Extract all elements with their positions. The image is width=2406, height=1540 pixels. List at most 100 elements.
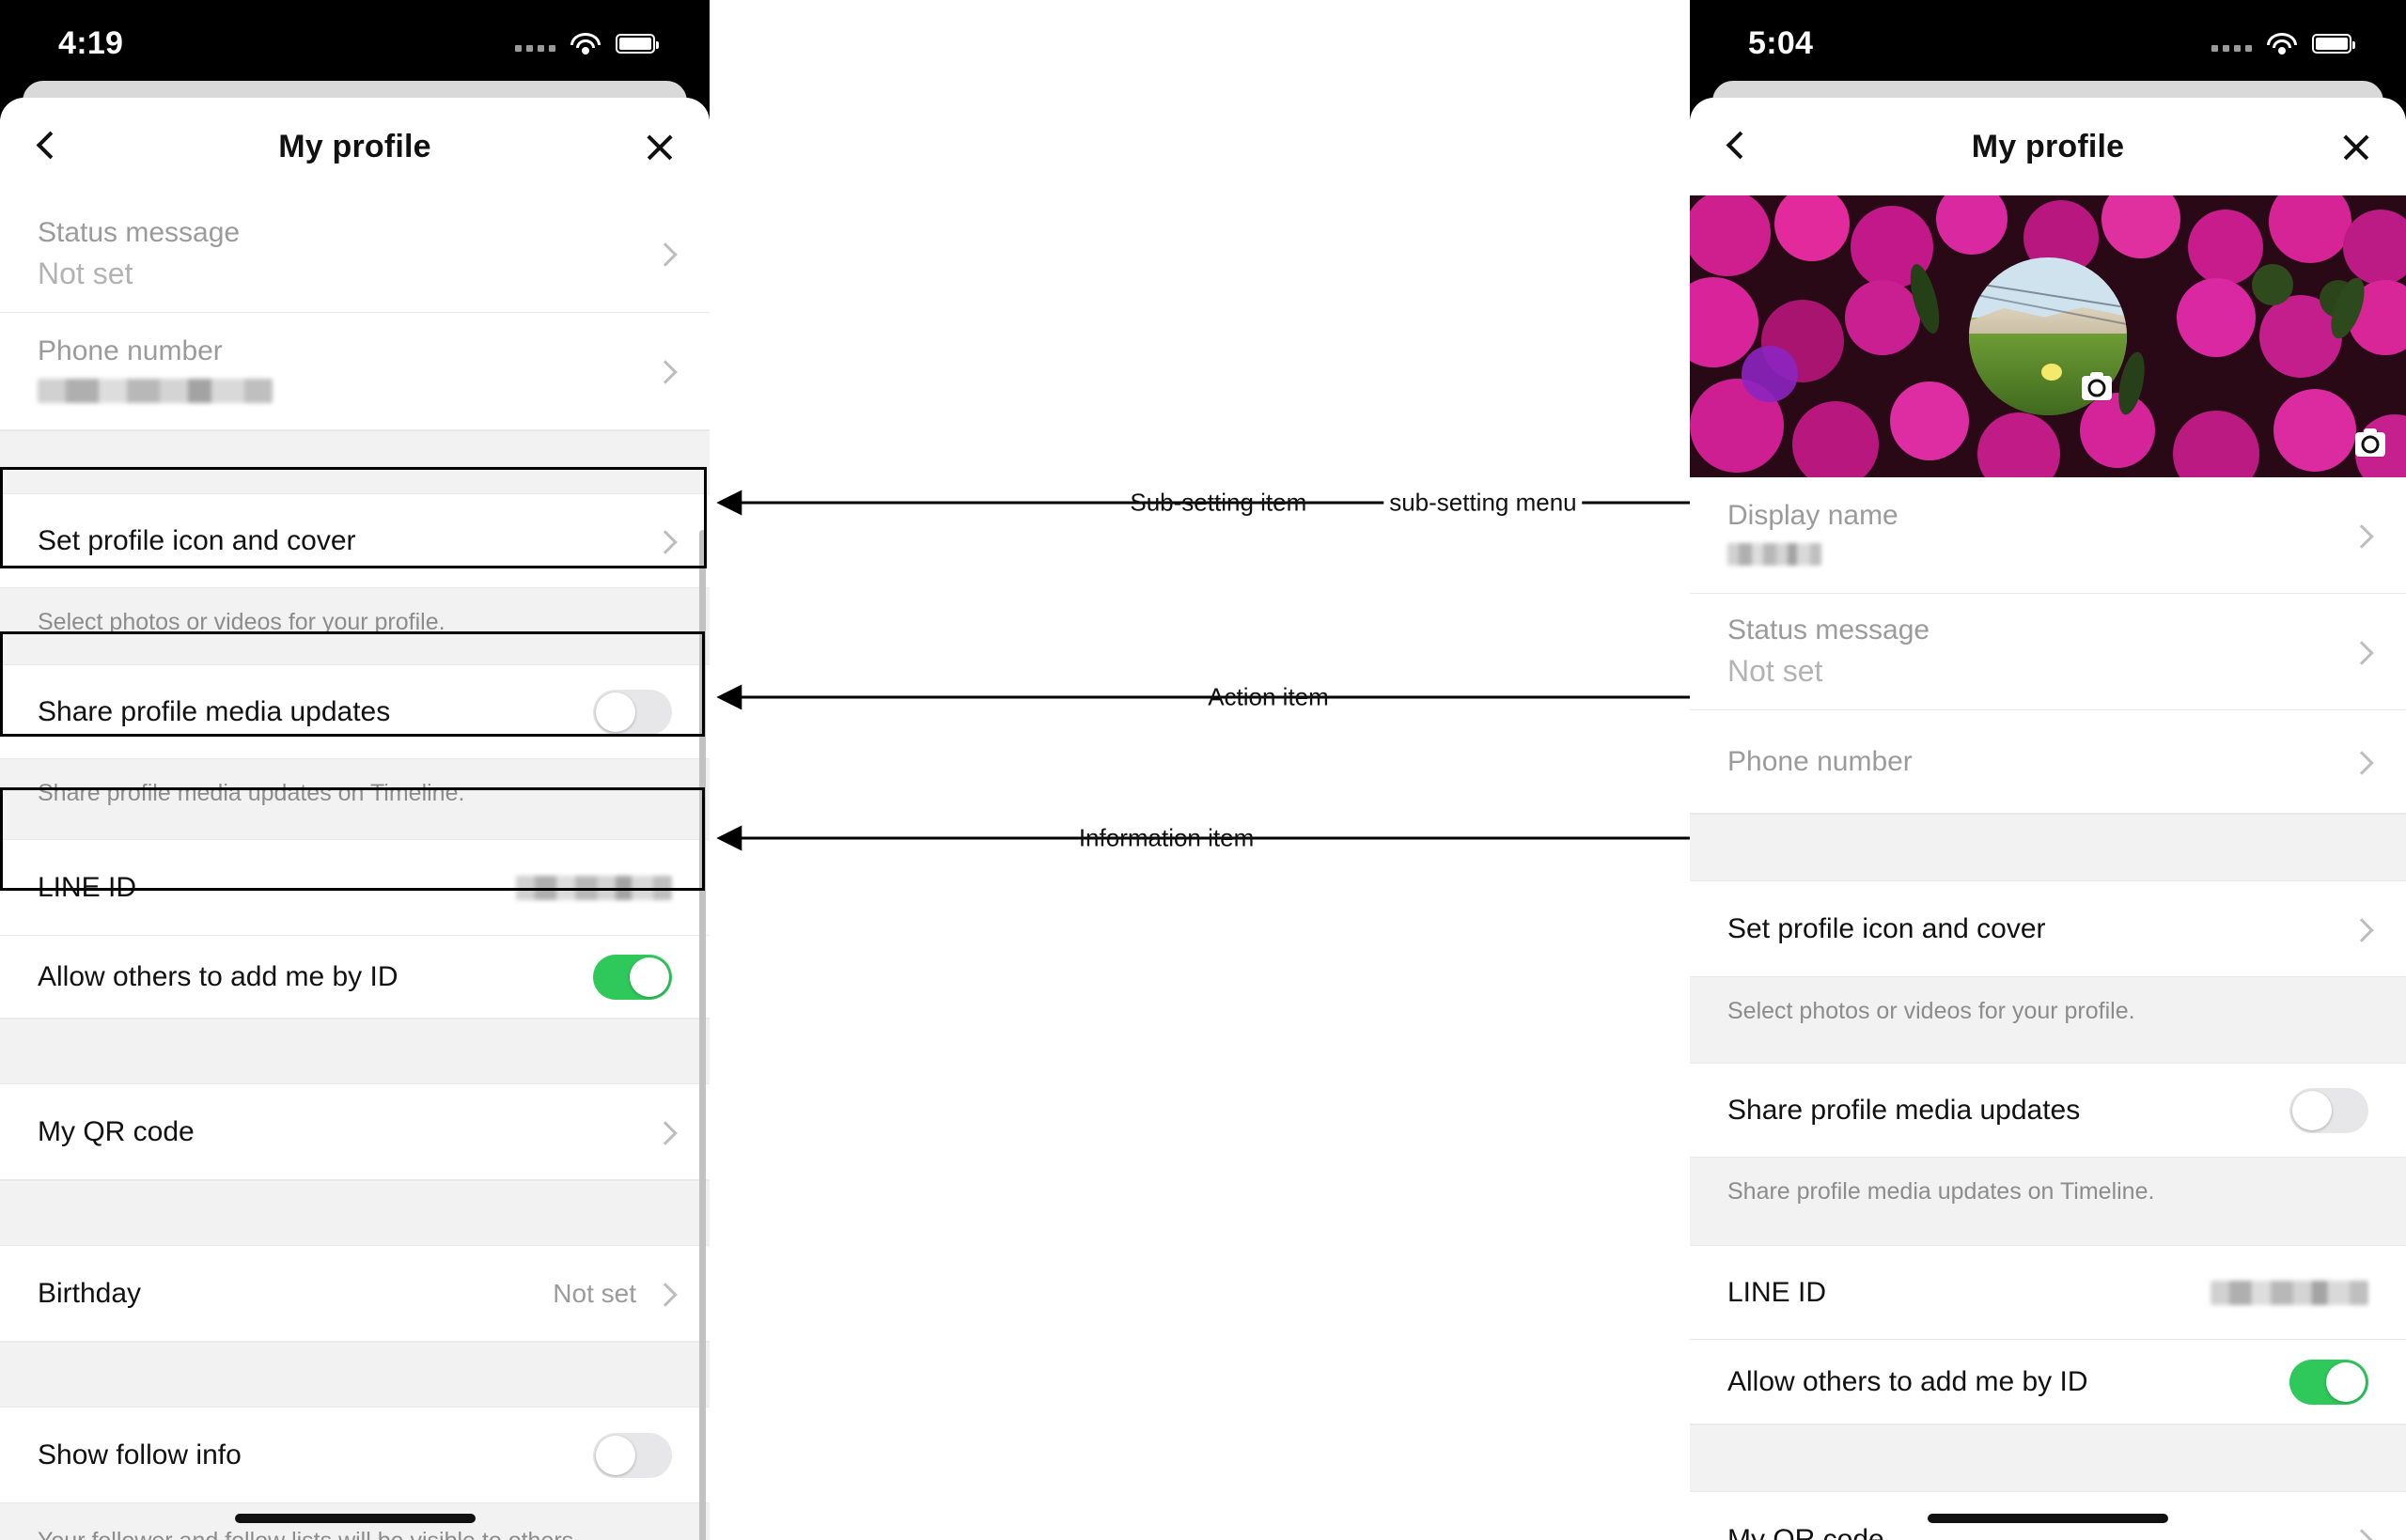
section-gap	[0, 430, 710, 494]
chevron-left-icon[interactable]	[32, 131, 64, 163]
page-title: My profile	[278, 128, 431, 164]
row-value: Not set	[553, 1278, 636, 1308]
helper-text-timeline: Share profile media updates on Timeline.	[1690, 1158, 2406, 1246]
right-sheet: My profile	[1690, 98, 2406, 1540]
row-label: Set profile icon and cover	[1727, 912, 2046, 944]
signal-dots-icon	[515, 35, 555, 52]
camera-icon[interactable]	[2082, 372, 2112, 400]
right-status-icons	[2211, 32, 2355, 54]
cover-photo[interactable]	[1690, 195, 2406, 477]
chevron-right-icon	[2353, 1532, 2368, 1540]
row-label: Set profile icon and cover	[38, 524, 356, 556]
chevron-right-icon	[2353, 754, 2368, 770]
list-item-show-follow-info[interactable]: Show follow info	[0, 1408, 710, 1503]
right-navbar: My profile	[1690, 98, 2406, 195]
row-label: Share profile media updates	[38, 695, 391, 727]
annotation-diagram: Sub-setting item Action item Information…	[710, 0, 1690, 1540]
row-label: Phone number	[38, 334, 223, 366]
section-gap	[0, 1342, 710, 1408]
list-item-set-profile-icon-and-cover[interactable]: Set profile icon and cover	[0, 494, 710, 588]
left-navbar: My profile	[0, 98, 710, 195]
chevron-left-icon[interactable]	[1722, 131, 1754, 163]
list-item-display-name[interactable]: Display name	[1690, 477, 2406, 594]
list-item-status-message[interactable]: Status message Not set	[0, 195, 710, 313]
helper-text-timeline: Share profile media updates on Timeline.	[0, 759, 710, 840]
wifi-icon	[570, 32, 601, 54]
redacted-line-id	[516, 875, 672, 900]
chevron-right-icon	[2353, 528, 2368, 543]
chevron-right-icon	[2353, 922, 2368, 937]
list-item-set-profile-icon-and-cover[interactable]: Set profile icon and cover	[1690, 881, 2406, 977]
left-status-bar: 4:19	[0, 0, 710, 86]
left-phone-screenshot: 4:19 My profile Status message Not set	[0, 0, 710, 1540]
section-gap	[1690, 1424, 2406, 1492]
battery-icon	[616, 33, 659, 54]
battery-icon	[2312, 33, 2355, 54]
right-settings-list[interactable]: Display name Status message Not set	[1690, 195, 2406, 1540]
toggle-show-follow-info[interactable]	[593, 1432, 672, 1478]
row-label: Display name	[1727, 500, 1898, 531]
avatar[interactable]	[1969, 257, 2127, 415]
list-item-share-profile-media-updates[interactable]: Share profile media updates	[1690, 1064, 2406, 1158]
close-icon[interactable]	[2340, 131, 2372, 163]
list-item-line-id[interactable]: LINE ID	[1690, 1246, 2406, 1340]
row-label: LINE ID	[1727, 1276, 1827, 1308]
close-icon[interactable]	[644, 131, 676, 163]
left-status-icons	[515, 32, 659, 54]
row-label: My QR code	[38, 1115, 195, 1147]
helper-text-profile: Select photos or videos for your profile…	[0, 588, 710, 665]
signal-dots-icon	[2211, 35, 2252, 52]
vertical-scrollbar[interactable]	[699, 530, 706, 1540]
camera-icon[interactable]	[2355, 428, 2385, 457]
row-value: Not set	[38, 256, 133, 290]
section-gap	[1690, 814, 2406, 881]
row-label: Share profile media updates	[1727, 1094, 2081, 1126]
redacted-line-id	[2211, 1280, 2368, 1305]
node-label-information-item: Information item	[1078, 823, 1255, 852]
toggle-share-profile-media-updates[interactable]	[2289, 1087, 2368, 1133]
list-item-line-id[interactable]: LINE ID	[0, 840, 710, 936]
row-label: Status message	[1727, 614, 1930, 646]
list-item-phone-number[interactable]: Phone number	[1690, 710, 2406, 814]
chevron-right-icon	[2353, 645, 2368, 660]
toggle-allow-others-to-add-me-by-id[interactable]	[2289, 1359, 2368, 1405]
row-label: Show follow info	[38, 1439, 242, 1470]
chevron-right-icon	[657, 534, 672, 549]
right-status-bar: 5:04	[1690, 0, 2406, 86]
redacted-display-name	[1727, 543, 1821, 566]
redacted-phone-number	[38, 378, 273, 403]
toggle-allow-others-to-add-me-by-id[interactable]	[593, 954, 672, 1000]
row-label: Allow others to add me by ID	[38, 960, 398, 992]
left-sheet: My profile Status message Not set Phone …	[0, 98, 710, 1540]
list-item-status-message[interactable]: Status message Not set	[1690, 594, 2406, 710]
row-label: Birthday	[38, 1277, 142, 1309]
edge-label-sub-setting-menu: sub-setting menu	[1383, 488, 1583, 518]
section-gap	[0, 1019, 710, 1084]
node-label-action-item: Action item	[1208, 682, 1329, 711]
right-phone-screenshot: 5:04 My profile	[1690, 0, 2406, 1540]
list-item-phone-number[interactable]: Phone number	[0, 313, 710, 430]
chevron-right-icon	[657, 364, 672, 379]
toggle-share-profile-media-updates[interactable]	[593, 689, 672, 735]
left-settings-list[interactable]: Status message Not set Phone number	[0, 195, 710, 1540]
list-item-allow-others-to-add-me-by-id[interactable]: Allow others to add me by ID	[1690, 1340, 2406, 1424]
page-title: My profile	[1971, 128, 2125, 164]
row-label: Allow others to add me by ID	[1727, 1365, 2088, 1397]
chevron-right-icon	[657, 246, 672, 261]
list-item-my-qr-code[interactable]: My QR code	[0, 1084, 710, 1180]
row-label: My QR code	[1727, 1523, 1884, 1540]
row-label: LINE ID	[38, 871, 137, 903]
row-label: Status message	[38, 216, 241, 248]
section-gap	[0, 1180, 710, 1246]
left-status-time: 4:19	[58, 24, 124, 61]
node-label-sub-setting-item: Sub-setting item	[1130, 488, 1307, 517]
list-item-share-profile-media-updates[interactable]: Share profile media updates	[0, 665, 710, 759]
chevron-right-icon	[657, 1286, 672, 1301]
home-indicator	[1928, 1514, 2168, 1523]
list-item-allow-others-to-add-me-by-id[interactable]: Allow others to add me by ID	[0, 936, 710, 1019]
cover-photo-image	[1690, 195, 2406, 477]
list-item-birthday[interactable]: Birthday Not set	[0, 1246, 710, 1342]
diagram-svg	[716, 490, 1690, 851]
wifi-icon	[2267, 32, 2297, 54]
